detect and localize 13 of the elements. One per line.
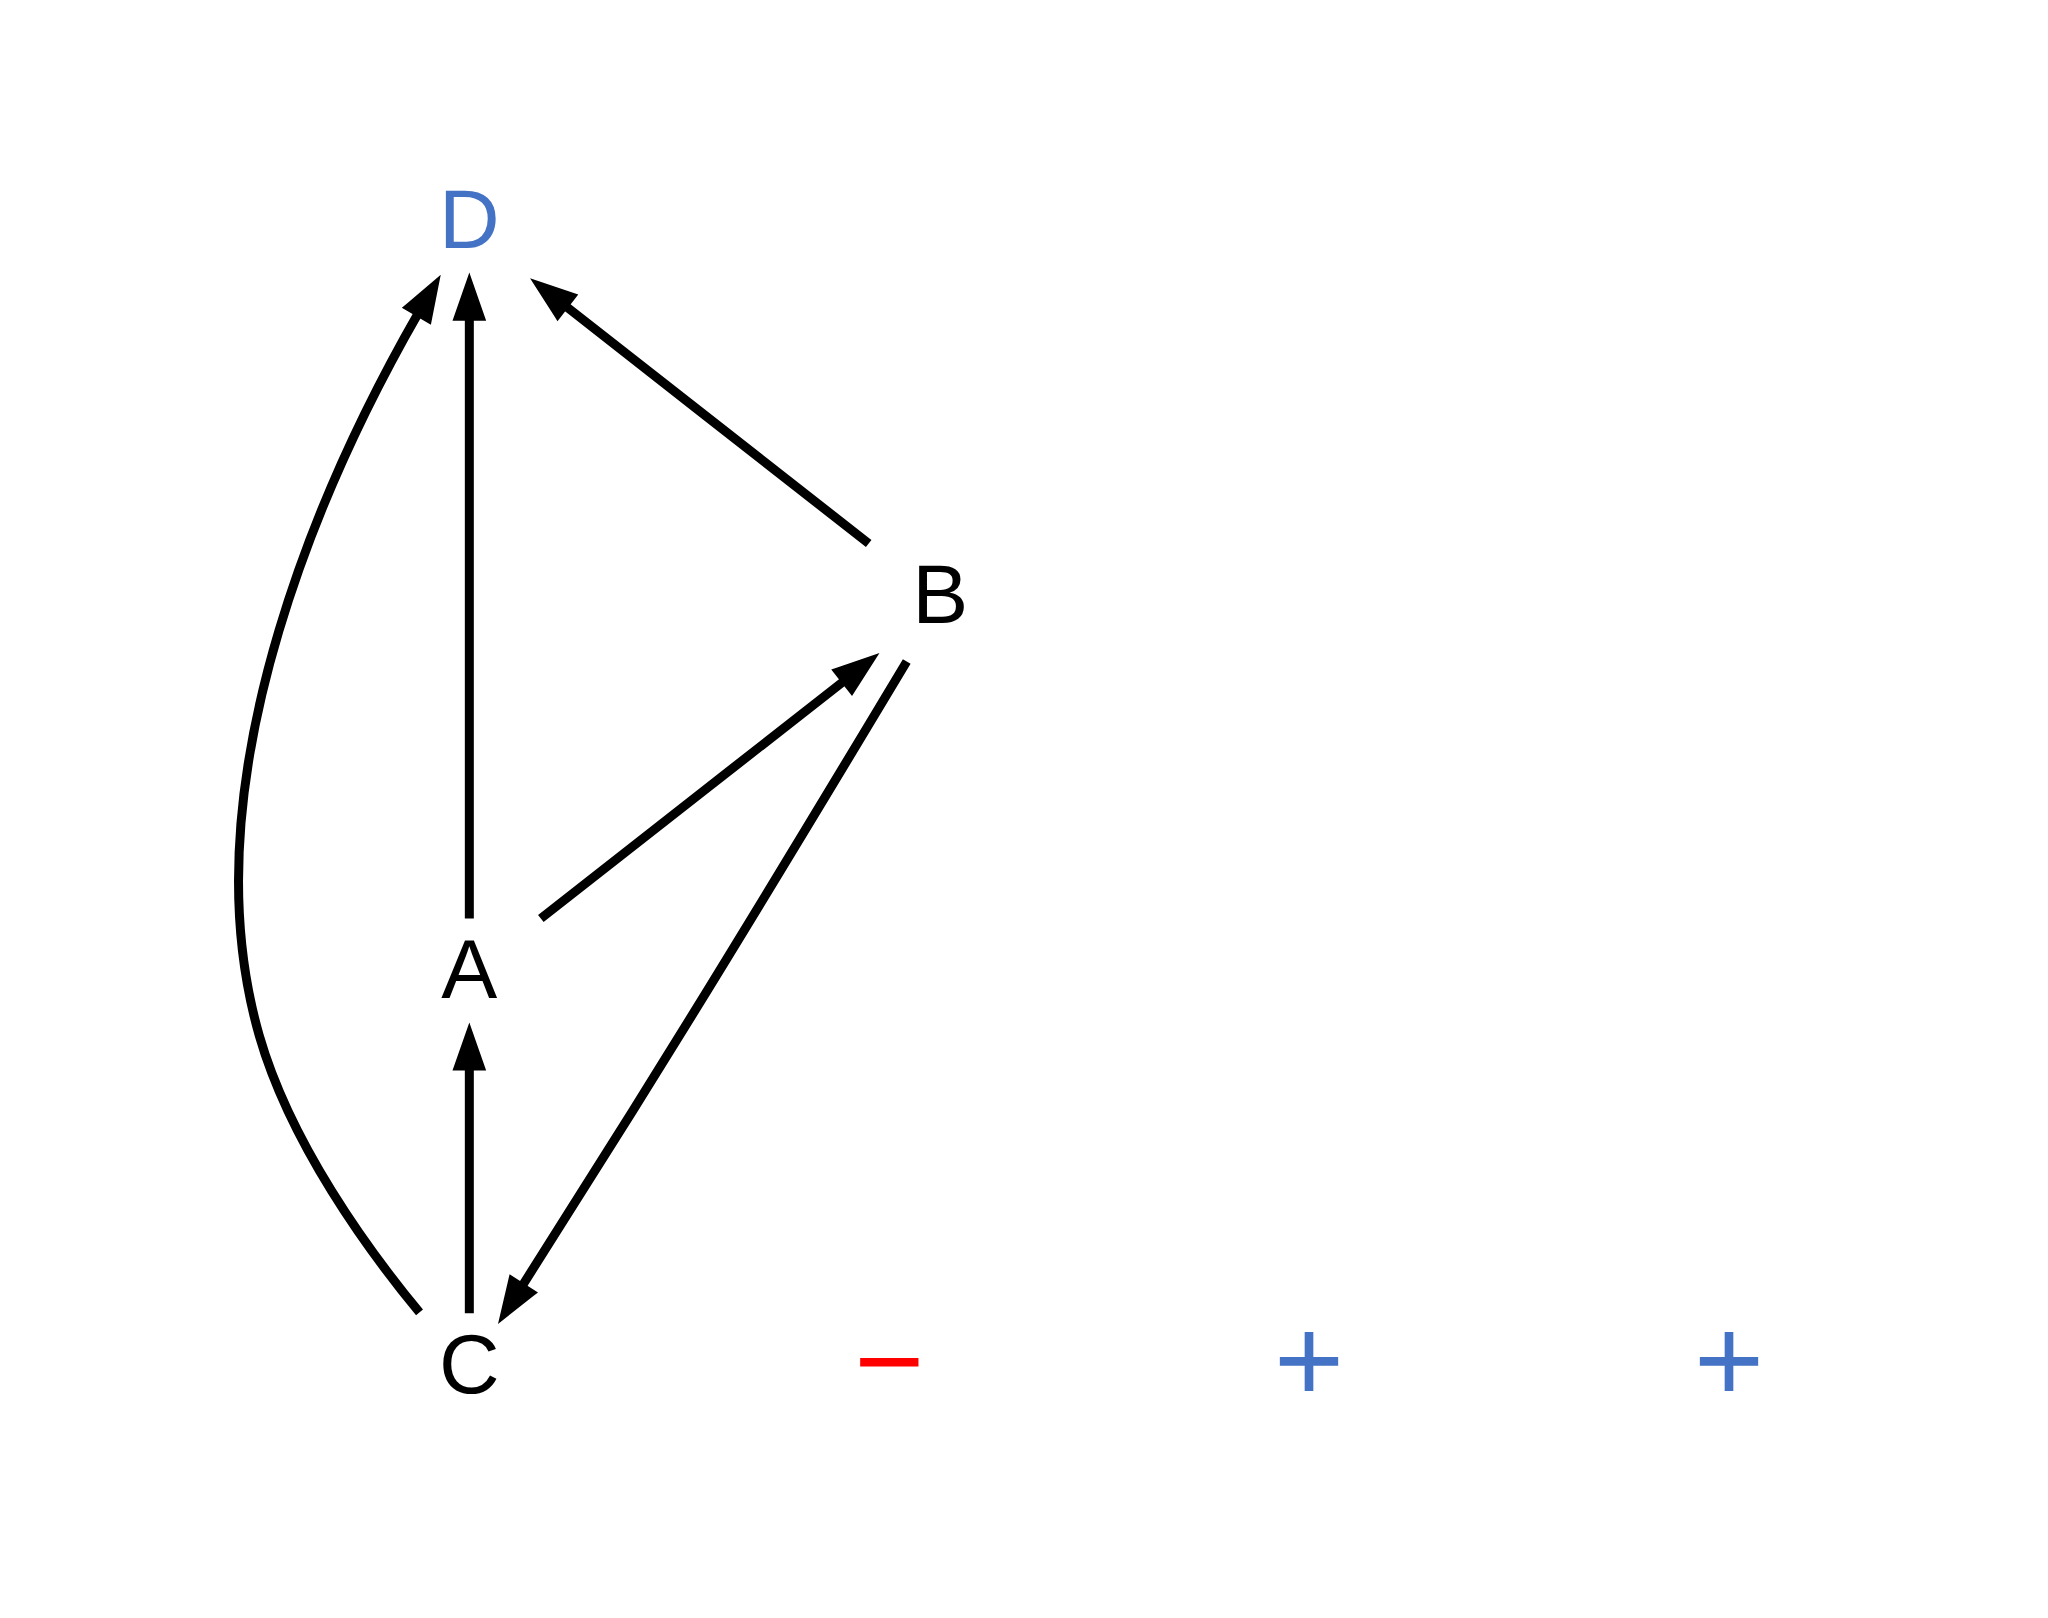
label: + [1693,1292,1765,1427]
node-text: C [439,1316,500,1411]
label: − [854,1292,925,1427]
arrow [530,277,872,547]
arrow [498,658,911,1324]
label: + [1274,1292,1345,1427]
arrow [538,652,880,922]
node-text: B [912,546,969,641]
node-text: A [441,921,498,1016]
node-text: D [439,171,500,266]
arrow [452,272,487,919]
arrow [452,1021,487,1313]
arrow [234,274,441,1315]
